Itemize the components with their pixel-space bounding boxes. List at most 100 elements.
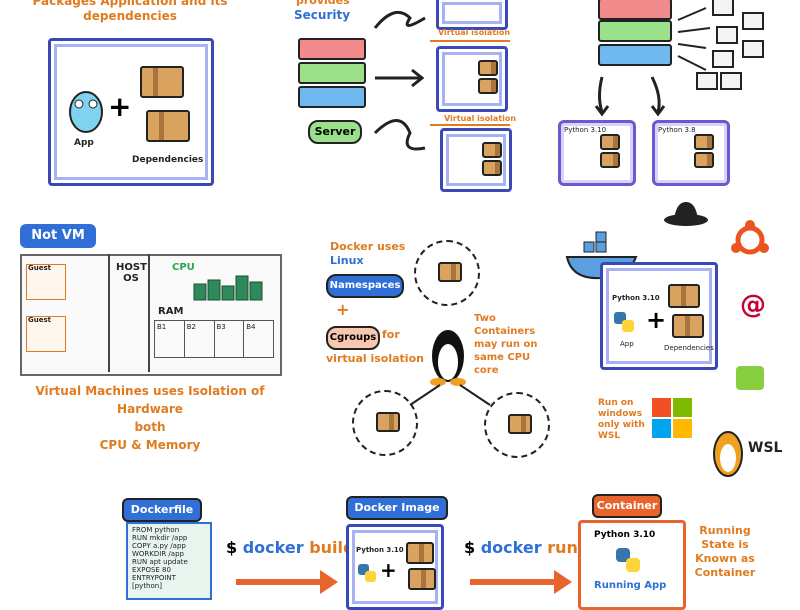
package-box-icon: [406, 542, 434, 564]
dockerfile-badge: Dockerfile: [122, 498, 202, 522]
linux-penguin-icon: [428, 322, 468, 390]
dependencies-label: Dependencies: [132, 155, 204, 165]
arrow-icon: [592, 72, 672, 126]
vm-caption-4: CPU & Memory: [99, 438, 201, 452]
arrow-icon: [370, 8, 430, 162]
arrow-icon: [234, 568, 344, 598]
package-box-icon: [140, 66, 184, 98]
python-icon: [614, 546, 642, 578]
cpu-bars: [193, 272, 264, 306]
guest-label-1: Guest: [28, 264, 51, 272]
plus-sign: +: [336, 300, 350, 319]
vm-divider: [148, 254, 150, 372]
ubuntu-icon: [730, 220, 770, 264]
package-box-icon: [408, 568, 436, 590]
host-os-label: HOST OS: [116, 262, 147, 284]
app-window-icon: [716, 26, 738, 44]
app-window-icon: [712, 50, 734, 68]
ram-label: RAM: [158, 306, 184, 317]
vm-divider: [108, 254, 110, 372]
dockerfile-line: RUN apt update: [132, 558, 188, 566]
connector-lines: [400, 380, 500, 414]
two-containers-label: Two Containers may run on same CPU core: [474, 313, 538, 376]
docker-image-badge: Docker Image: [346, 496, 448, 520]
divider: [430, 124, 510, 126]
container-py38: [652, 120, 730, 186]
container-badge: Container: [592, 494, 662, 518]
virtual-isolation-label-2: Virtual isolation: [444, 114, 517, 123]
package-box-icon: [478, 78, 498, 94]
package-box-icon: [694, 152, 714, 168]
arrow-icon: [468, 568, 578, 598]
dockerfile-line: RUN mkdir /app: [132, 534, 188, 542]
dollar-sign: $: [464, 538, 476, 557]
cgroups-pill: Cgroups: [326, 326, 380, 350]
server-rack-red: [598, 0, 672, 20]
package-box-icon: [668, 284, 700, 308]
running-state-label: Running State is Known as Container: [694, 524, 756, 579]
running-app-label: Running App: [594, 580, 667, 591]
python-310-label: Python 3.10: [356, 546, 404, 554]
dependencies-label: Dependencies: [664, 344, 714, 352]
wsl-penguin-icon: [712, 426, 744, 482]
ram-cell: B1: [155, 321, 185, 357]
docker-word: docker: [242, 538, 304, 557]
redhat-icon: [664, 200, 708, 230]
package-box-icon: [600, 152, 620, 168]
guest-label-2: Guest: [28, 316, 51, 324]
package-box-icon: [146, 110, 190, 142]
app-window-icon: [720, 72, 742, 90]
package-box-icon: [376, 412, 400, 432]
gopher-icon: [66, 86, 106, 138]
ram-cell: B2: [185, 321, 215, 357]
python-icon: [612, 310, 636, 338]
package-box-icon: [600, 134, 620, 150]
ram-cell: B3: [215, 321, 245, 357]
for-label: for: [382, 328, 400, 341]
mint-icon: [736, 366, 764, 390]
linux-label: Linux: [330, 254, 364, 267]
windows-icon: [650, 396, 694, 444]
package-box-icon: [508, 414, 532, 434]
vm-diagram: [20, 254, 282, 376]
debian-icon: @: [740, 290, 766, 320]
guest-box-1: [26, 264, 66, 300]
package-box-icon: [482, 160, 502, 176]
package-box-icon: [694, 134, 714, 150]
plus-sign: +: [646, 306, 667, 334]
run-on-windows-label: Run on windows only with WSL: [598, 398, 645, 441]
ram-cell: B4: [246, 323, 256, 331]
dockerfile-line: ENTRYPOINT [python]: [132, 574, 176, 590]
dockerfile-line: EXPOSE 80: [132, 566, 171, 574]
vm-caption-2: Hardware: [117, 402, 183, 416]
server-rack-green: [298, 62, 366, 84]
plus-sign: +: [380, 558, 397, 582]
run-word: run: [547, 538, 578, 557]
provides-label: provides: [296, 0, 350, 7]
app-window-icon: [712, 0, 734, 16]
package-box-icon: [672, 314, 704, 338]
python-icon: [356, 562, 378, 588]
server-rack-green: [598, 20, 672, 42]
dollar-sign: $: [226, 538, 238, 557]
package-box-icon: [482, 142, 502, 158]
dockerfile-line: WORKDIR /app: [132, 550, 184, 558]
app-label: App: [620, 340, 634, 348]
container-frame-1: [436, 0, 508, 30]
server-rack-blue: [298, 86, 366, 108]
package-box-icon: [438, 262, 462, 282]
packages-caption: Packages Application and its dependencie…: [32, 0, 228, 23]
dockerfile-doc: FROM python RUN mkdir /app COPY a.py /ap…: [126, 522, 212, 600]
docker-run-command: $ docker run: [464, 538, 578, 557]
app-window-icon: [742, 40, 764, 58]
cpu-label: CPU: [172, 262, 195, 273]
package-box-icon: [478, 60, 498, 76]
security-label: Security: [294, 8, 351, 22]
guest-box-2: [26, 316, 66, 352]
namespaces-pill: Namespaces: [326, 274, 404, 298]
not-vm-badge: Not VM: [20, 224, 96, 248]
server-rack-blue: [598, 44, 672, 66]
container-python-label: Python 3.10: [594, 530, 656, 540]
app-window-icon: [742, 12, 764, 30]
vm-caption-1: Virtual Machines uses Isolation of: [35, 384, 265, 398]
